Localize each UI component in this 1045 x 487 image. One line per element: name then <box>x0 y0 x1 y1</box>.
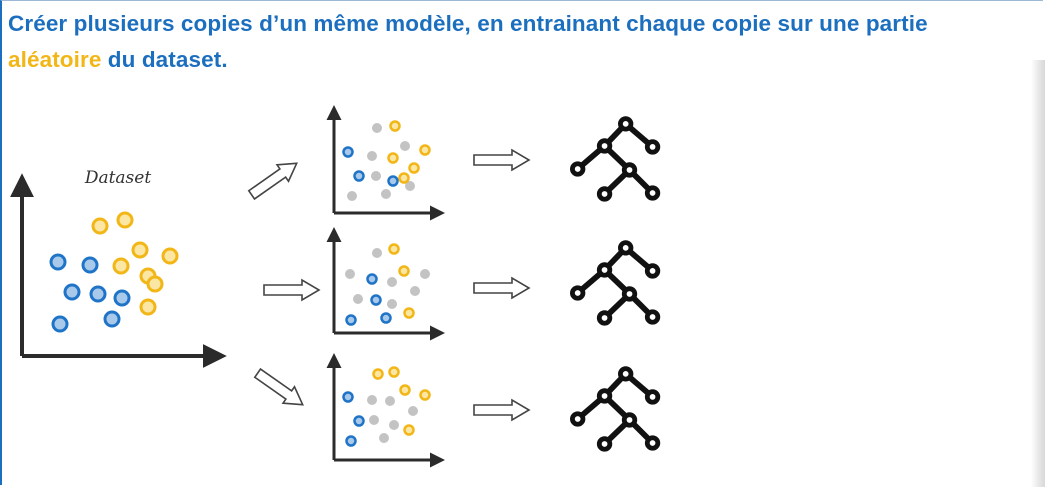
train-arrows <box>473 149 530 421</box>
subset-plot-2 <box>326 227 445 341</box>
decision-tree-icon <box>572 369 657 450</box>
point-blue <box>51 315 69 333</box>
point-blue <box>113 289 131 307</box>
point-blue <box>89 285 107 303</box>
title-text: Créer plusieurs copies d’un même modèle,… <box>8 11 928 36</box>
hollow-arrow-icon <box>473 149 530 171</box>
point-yellow <box>161 247 179 265</box>
point-yellow <box>91 217 109 235</box>
title-highlight: aléatoire <box>8 47 102 72</box>
point-yellow <box>146 275 164 293</box>
slide-edge-shadow <box>1031 60 1045 487</box>
hollow-arrow-icon <box>473 399 530 421</box>
point-yellow <box>116 211 134 229</box>
point-yellow <box>112 257 130 275</box>
subset-plot-1 <box>326 105 445 221</box>
title-text-end: du dataset. <box>101 47 228 72</box>
point-yellow <box>139 298 157 316</box>
split-arrows <box>245 154 320 414</box>
point-yellow <box>131 241 149 259</box>
decision-tree-icon <box>572 119 657 200</box>
trees <box>572 119 657 450</box>
slide-title: Créer plusieurs copies d’un même modèle,… <box>8 6 1018 78</box>
point-blue <box>63 283 81 301</box>
hollow-arrow-icon <box>245 154 304 204</box>
dataset-label: Dataset <box>84 168 152 188</box>
point-blue <box>103 310 121 328</box>
dataset-axes <box>9 173 227 368</box>
hollow-arrow-icon <box>251 364 310 414</box>
decision-tree-icon <box>572 243 657 324</box>
dataset-points <box>49 211 179 333</box>
point-blue <box>49 253 67 271</box>
hollow-arrow-icon <box>473 277 530 299</box>
hollow-arrow-icon <box>263 279 320 301</box>
subset-plot-3 <box>326 353 445 468</box>
point-blue <box>81 256 99 274</box>
